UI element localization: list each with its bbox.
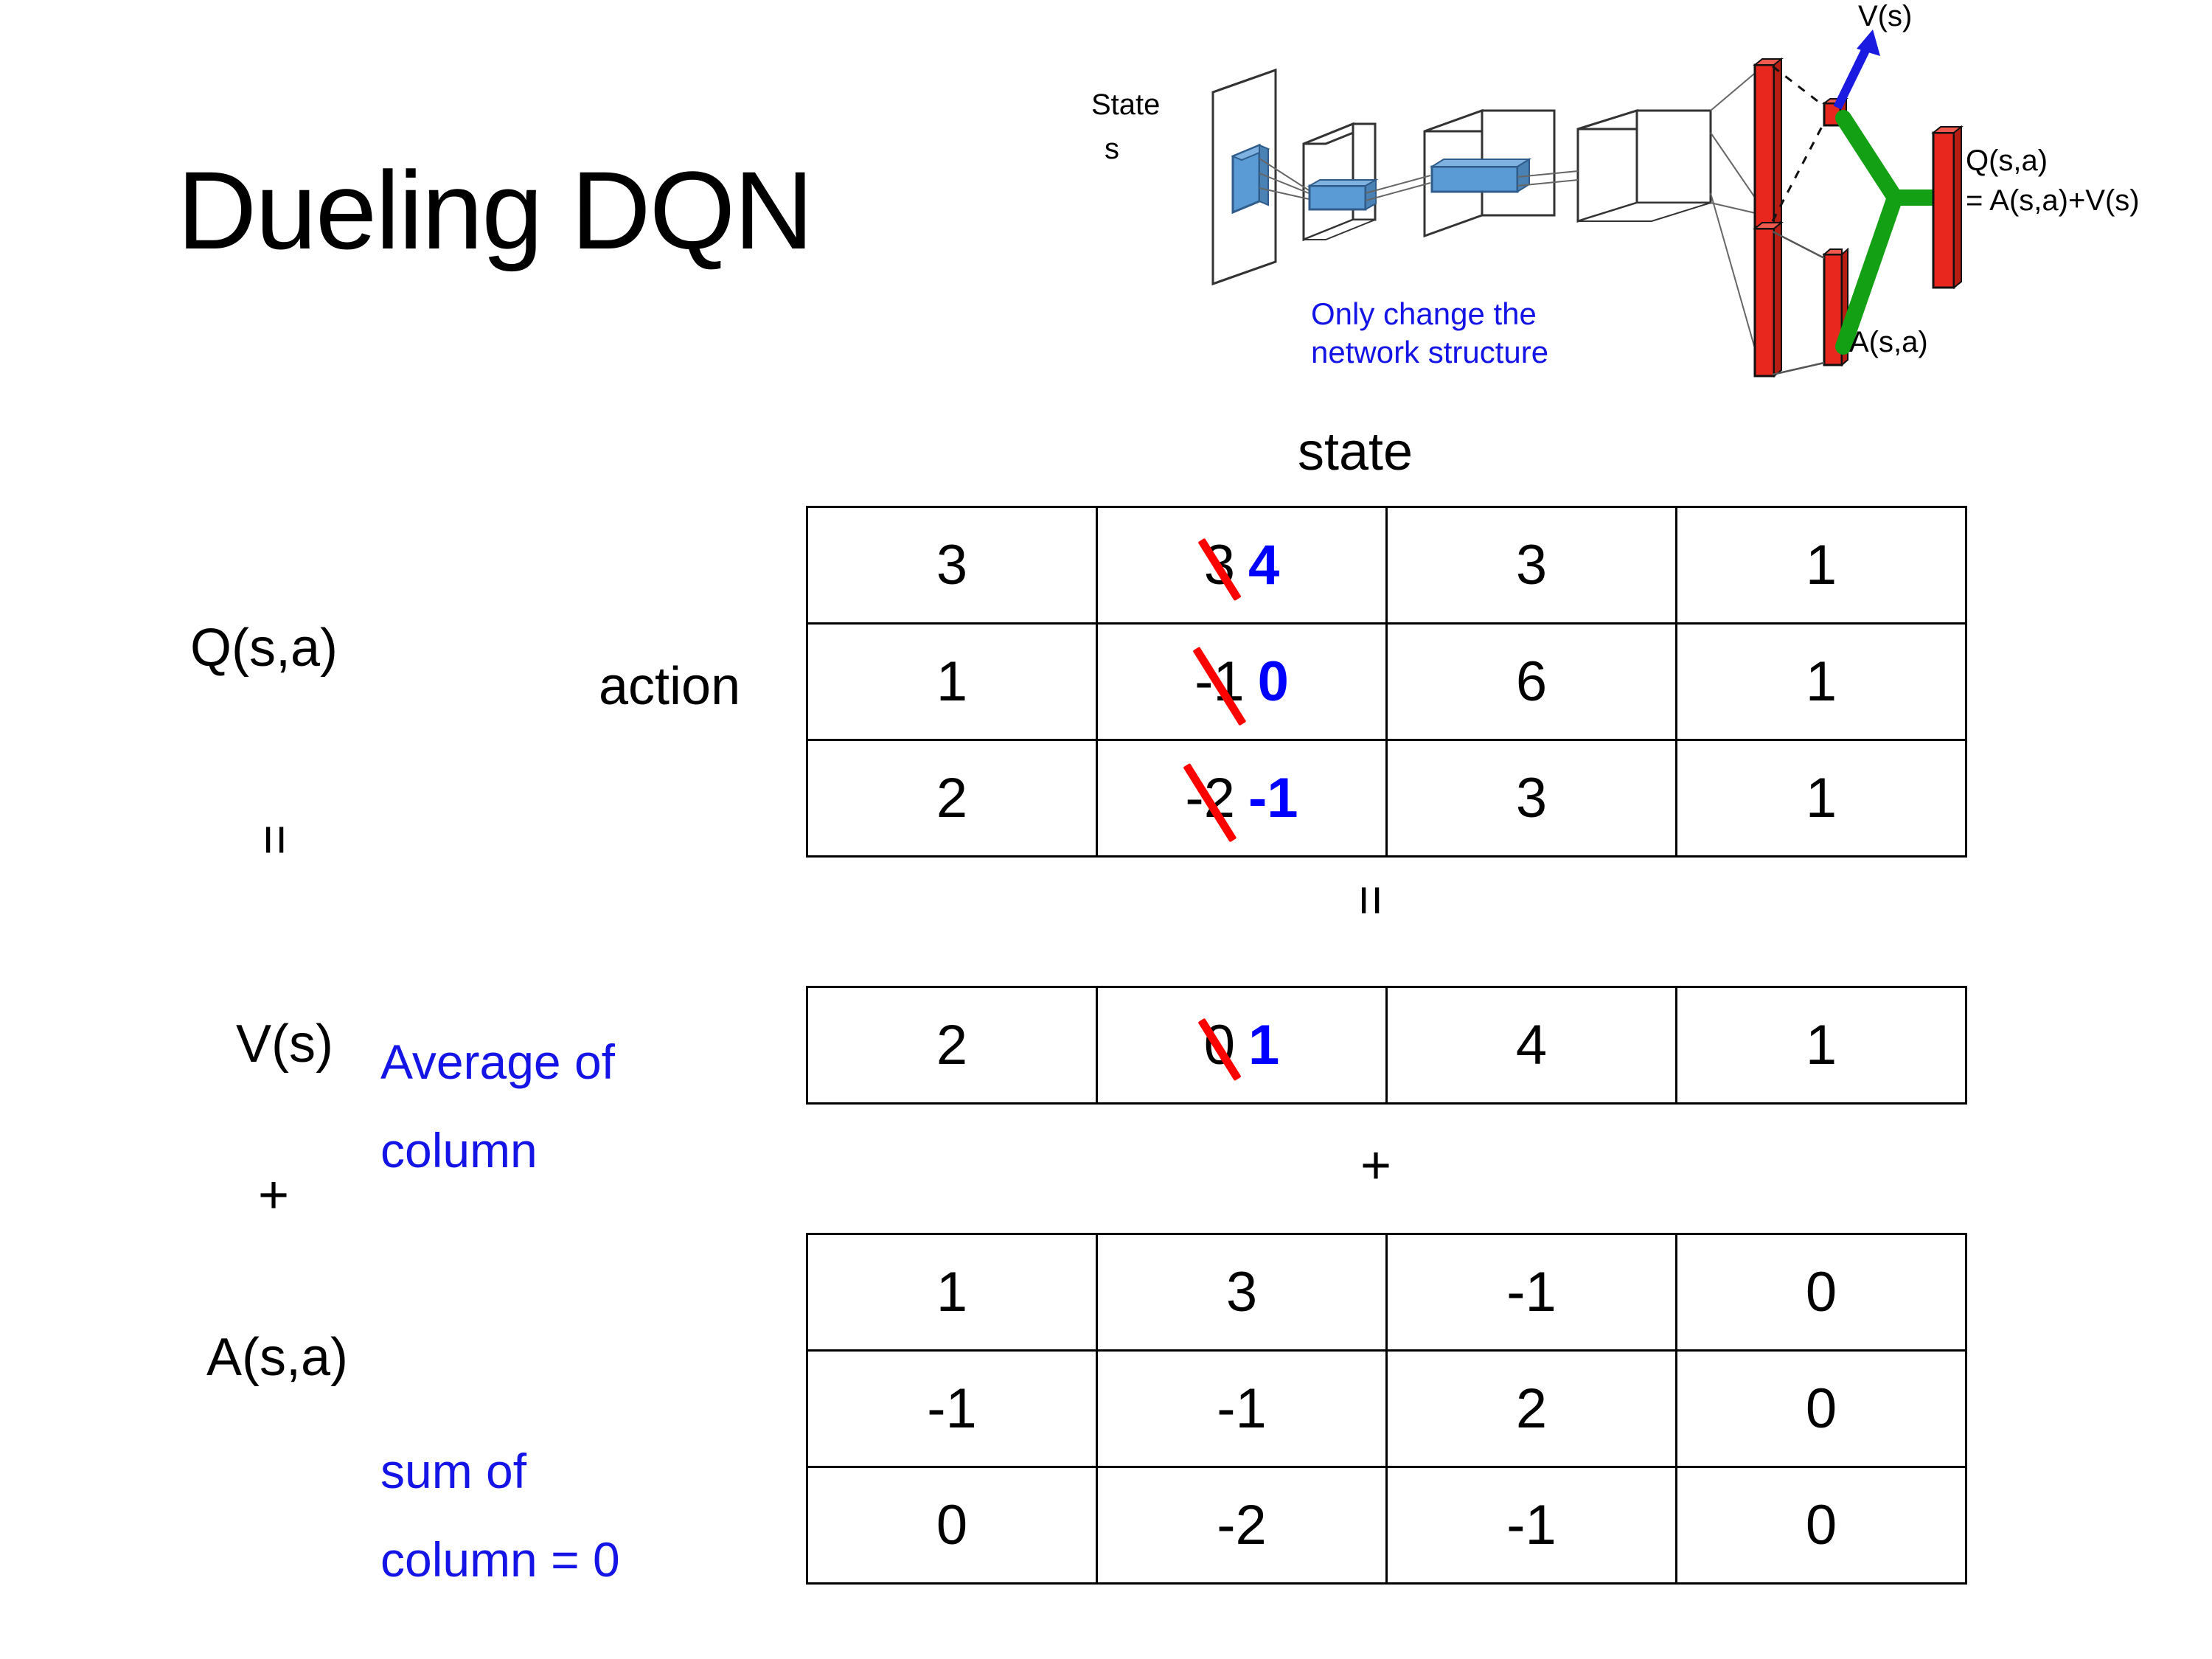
network-diagram-svg (1211, 29, 1964, 378)
struck-old-value: -2 (1185, 767, 1235, 830)
diagram-value-label: V(s) (1858, 0, 1913, 32)
q-cell-r2c2[interactable]: 3 (1385, 739, 1677, 858)
equals-q-to-v-symbol: = (246, 824, 305, 856)
q-cell-r2c1[interactable]: -2-1 (1096, 739, 1388, 858)
a-cell-r0c2[interactable]: -1 (1385, 1233, 1677, 1352)
a-cell-r2c1[interactable]: -2 (1096, 1466, 1388, 1585)
v-note-line2: column (380, 1123, 538, 1178)
a-cell-r1c2[interactable]: 2 (1385, 1349, 1677, 1468)
v-cell-r0c2[interactable]: 4 (1385, 986, 1677, 1105)
table-row: 0 -2 -1 0 (806, 1466, 1967, 1585)
a-cell-r1c0[interactable]: -1 (806, 1349, 1098, 1468)
diagram-state-label-line2: s (1105, 133, 1119, 165)
equals-between-tables-symbol: = (1341, 884, 1401, 917)
a-cell-r2c0[interactable]: 0 (806, 1466, 1098, 1585)
a-cell-r1c3[interactable]: 0 (1675, 1349, 1967, 1468)
state-axis-label: state (1298, 422, 1413, 481)
diagram-note-line2: network structure (1311, 335, 1549, 369)
a-note-line2: column = 0 (380, 1532, 620, 1587)
q-cell-r0c2[interactable]: 3 (1385, 506, 1677, 625)
table-row: -1 -1 2 0 (806, 1349, 1967, 1468)
struck-old-value: -1 (1194, 650, 1245, 713)
q-function-label: Q(s,a) (190, 619, 338, 678)
diagram-state-label-line1: State (1091, 88, 1161, 121)
q-cell-r1c0[interactable]: 1 (806, 622, 1098, 741)
table-row: 2 -2-1 3 1 (806, 739, 1967, 858)
struck-old-value: 0 (1203, 1014, 1235, 1077)
a-cell-r0c1[interactable]: 3 (1096, 1233, 1388, 1352)
a-cell-r2c3[interactable]: 0 (1675, 1466, 1967, 1585)
advantage-value-table: 1 3 -1 0 -1 -1 2 0 0 -2 -1 0 (806, 1233, 1967, 1585)
a-function-label: A(s,a) (206, 1328, 349, 1387)
table-row: 1 3 -1 0 (806, 1233, 1967, 1352)
corrected-new-value: 4 (1248, 534, 1280, 597)
q-cell-r1c2[interactable]: 6 (1385, 622, 1677, 741)
a-note-line1: sum of (380, 1444, 527, 1498)
diagram-note-line1: Only change the (1311, 296, 1537, 331)
corrected-new-value: -1 (1248, 767, 1298, 830)
v-function-label: V(s) (236, 1015, 333, 1074)
a-cell-r0c3[interactable]: 0 (1675, 1233, 1967, 1352)
q-cell-r2c3[interactable]: 1 (1675, 739, 1967, 858)
plus-left-symbol: + (258, 1166, 290, 1225)
diagram-output-label-line1: Q(s,a) (1966, 145, 2048, 177)
q-cell-r1c3[interactable]: 1 (1675, 622, 1967, 741)
v-note-line1: Average of (380, 1034, 616, 1089)
q-cell-r0c3[interactable]: 1 (1675, 506, 1967, 625)
corrected-new-value: 1 (1248, 1014, 1280, 1077)
a-cell-r2c2[interactable]: -1 (1385, 1466, 1677, 1585)
page-title: Dueling DQN (177, 148, 814, 272)
cell-edit-group: -2-1 (1185, 766, 1298, 830)
plus-between-tables-symbol: + (1360, 1136, 1392, 1195)
action-axis-label: action (599, 657, 741, 716)
diagram-advantage-label: A(s,a) (1849, 326, 1928, 358)
q-cell-r0c0[interactable]: 3 (806, 506, 1098, 625)
v-cell-r0c0[interactable]: 2 (806, 986, 1098, 1105)
value-arrow (1833, 29, 1880, 110)
corrected-new-value: 0 (1257, 650, 1289, 713)
v-cell-r0c3[interactable]: 1 (1675, 986, 1967, 1105)
q-cell-r2c0[interactable]: 2 (806, 739, 1098, 858)
struck-old-value: 3 (1203, 534, 1235, 597)
dueling-network-diagram: State s Only change the network structur… (1091, 0, 2212, 413)
a-cell-r0c0[interactable]: 1 (806, 1233, 1098, 1352)
diagram-output-label-line2: = A(s,a)+V(s) (1966, 184, 2140, 217)
a-cell-r1c1[interactable]: -1 (1096, 1349, 1388, 1468)
